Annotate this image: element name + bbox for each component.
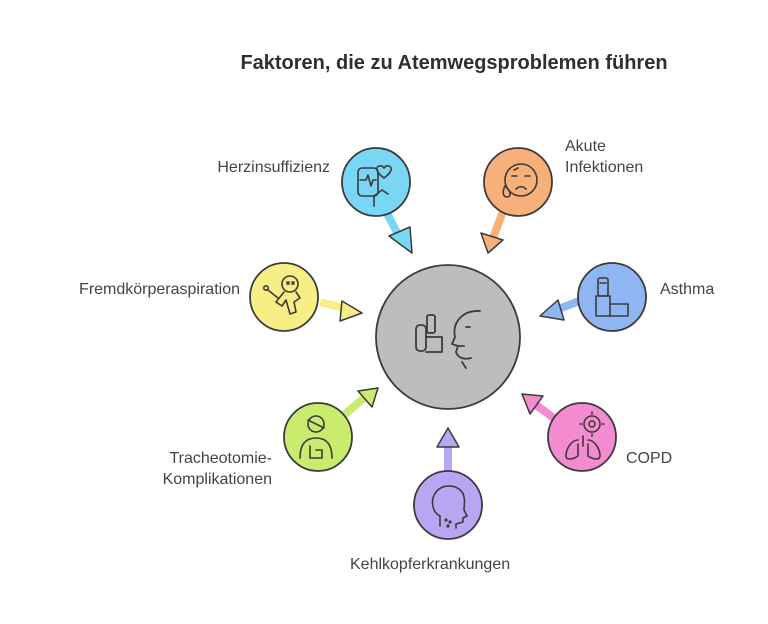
label-tracheotomie-line1: Tracheotomie- xyxy=(169,450,272,467)
arrow-asthma xyxy=(539,296,584,321)
label-akute-line1: Akute xyxy=(565,138,606,155)
node-asthma xyxy=(577,262,647,332)
node-herzinsuffizienz xyxy=(341,147,411,217)
inhaler-face-icon xyxy=(415,310,481,369)
arrow-kehlkopf xyxy=(436,427,460,475)
center-node xyxy=(375,264,521,410)
label-tracheotomie: Tracheotomie- Komplikationen xyxy=(100,448,272,490)
arrow-akute-infektionen xyxy=(480,204,509,254)
head-profile-icon xyxy=(431,485,468,529)
arrow-fremdkoerper xyxy=(319,298,363,322)
label-tracheotomie-line2: Komplikationen xyxy=(162,471,272,488)
label-fremdkoerperaspiration: Fremdkörperaspiration xyxy=(79,281,240,298)
voodoo-doll-icon xyxy=(262,275,301,315)
label-akute-line2: Infektionen xyxy=(565,159,644,176)
page-title: Faktoren, die zu Atemwegsproblemen führe… xyxy=(240,52,668,74)
lungs-icon xyxy=(565,411,605,460)
label-akute-infektionen: Akute Infektionen xyxy=(565,136,643,178)
label-copd: COPD xyxy=(626,450,673,467)
inhaler-icon xyxy=(595,277,629,317)
sick-face-icon xyxy=(502,163,538,198)
node-kehlkopf xyxy=(413,470,483,540)
label-kehlkopferkrankungen: Kehlkopferkrankungen xyxy=(350,556,511,573)
bandaged-person-icon xyxy=(299,415,333,459)
node-tracheotomie xyxy=(283,402,353,472)
label-herzinsuffizienz: Herzinsuffizienz xyxy=(217,159,330,176)
node-copd xyxy=(547,402,617,472)
label-asthma: Asthma xyxy=(660,281,715,298)
node-akute-infektionen xyxy=(483,147,553,217)
heart-monitor-icon xyxy=(357,165,392,207)
node-fremdkoerper xyxy=(249,262,319,332)
